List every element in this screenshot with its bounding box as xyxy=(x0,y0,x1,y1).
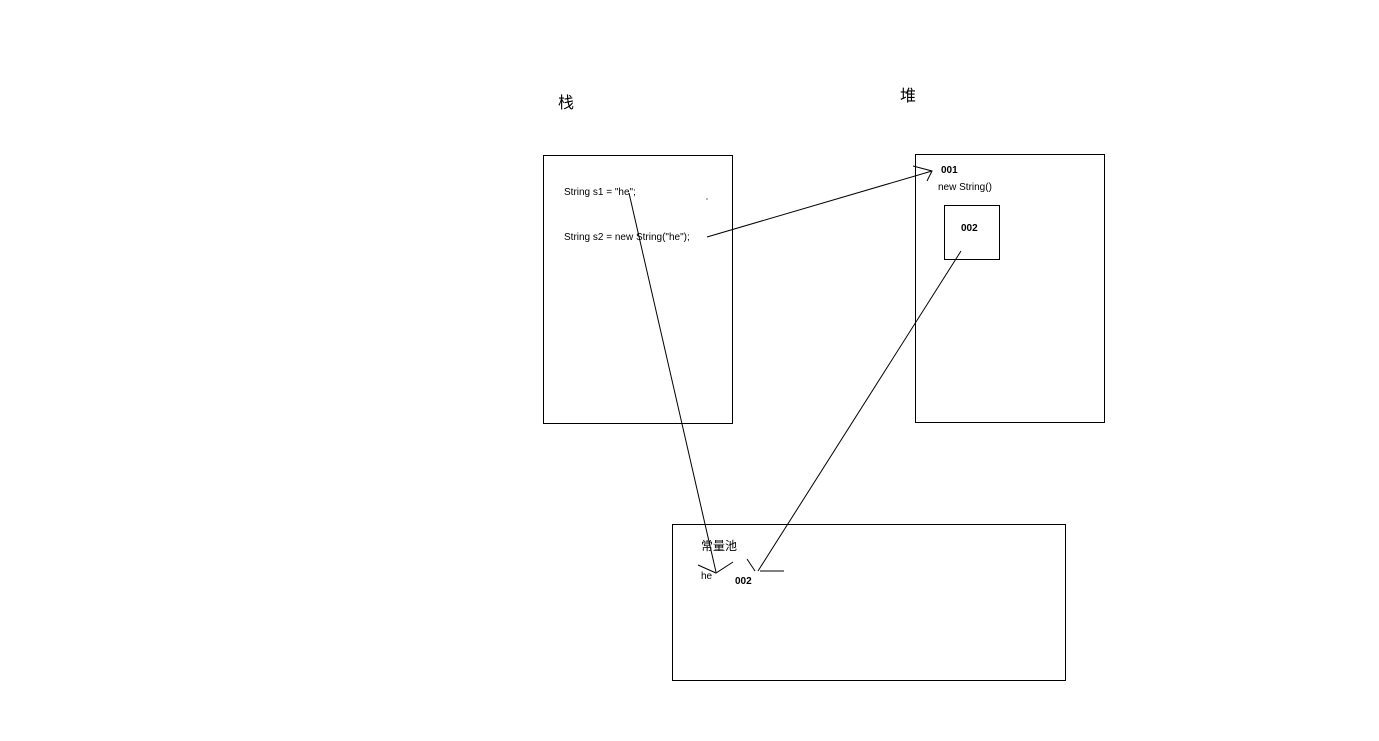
pool-literal-he: he xyxy=(701,571,713,582)
heap-inner-address: 002 xyxy=(961,223,978,234)
stack-line-s1: String s1 = "he"; xyxy=(564,187,636,198)
heap-inner-box xyxy=(944,205,1000,260)
heap-heading: 堆 xyxy=(900,86,917,105)
heap-box xyxy=(915,154,1105,423)
stack-line-s2: String s2 = new String("he"); xyxy=(564,232,690,243)
heap-object-label: new String() xyxy=(938,182,992,193)
pool-literal-address: 002 xyxy=(735,576,752,587)
constant-pool-heading: 常量池 xyxy=(701,539,738,553)
arrow-s2-to-heap xyxy=(706,170,933,238)
stack-heading: 栈 xyxy=(558,93,575,112)
heap-object-address: 001 xyxy=(941,165,958,176)
